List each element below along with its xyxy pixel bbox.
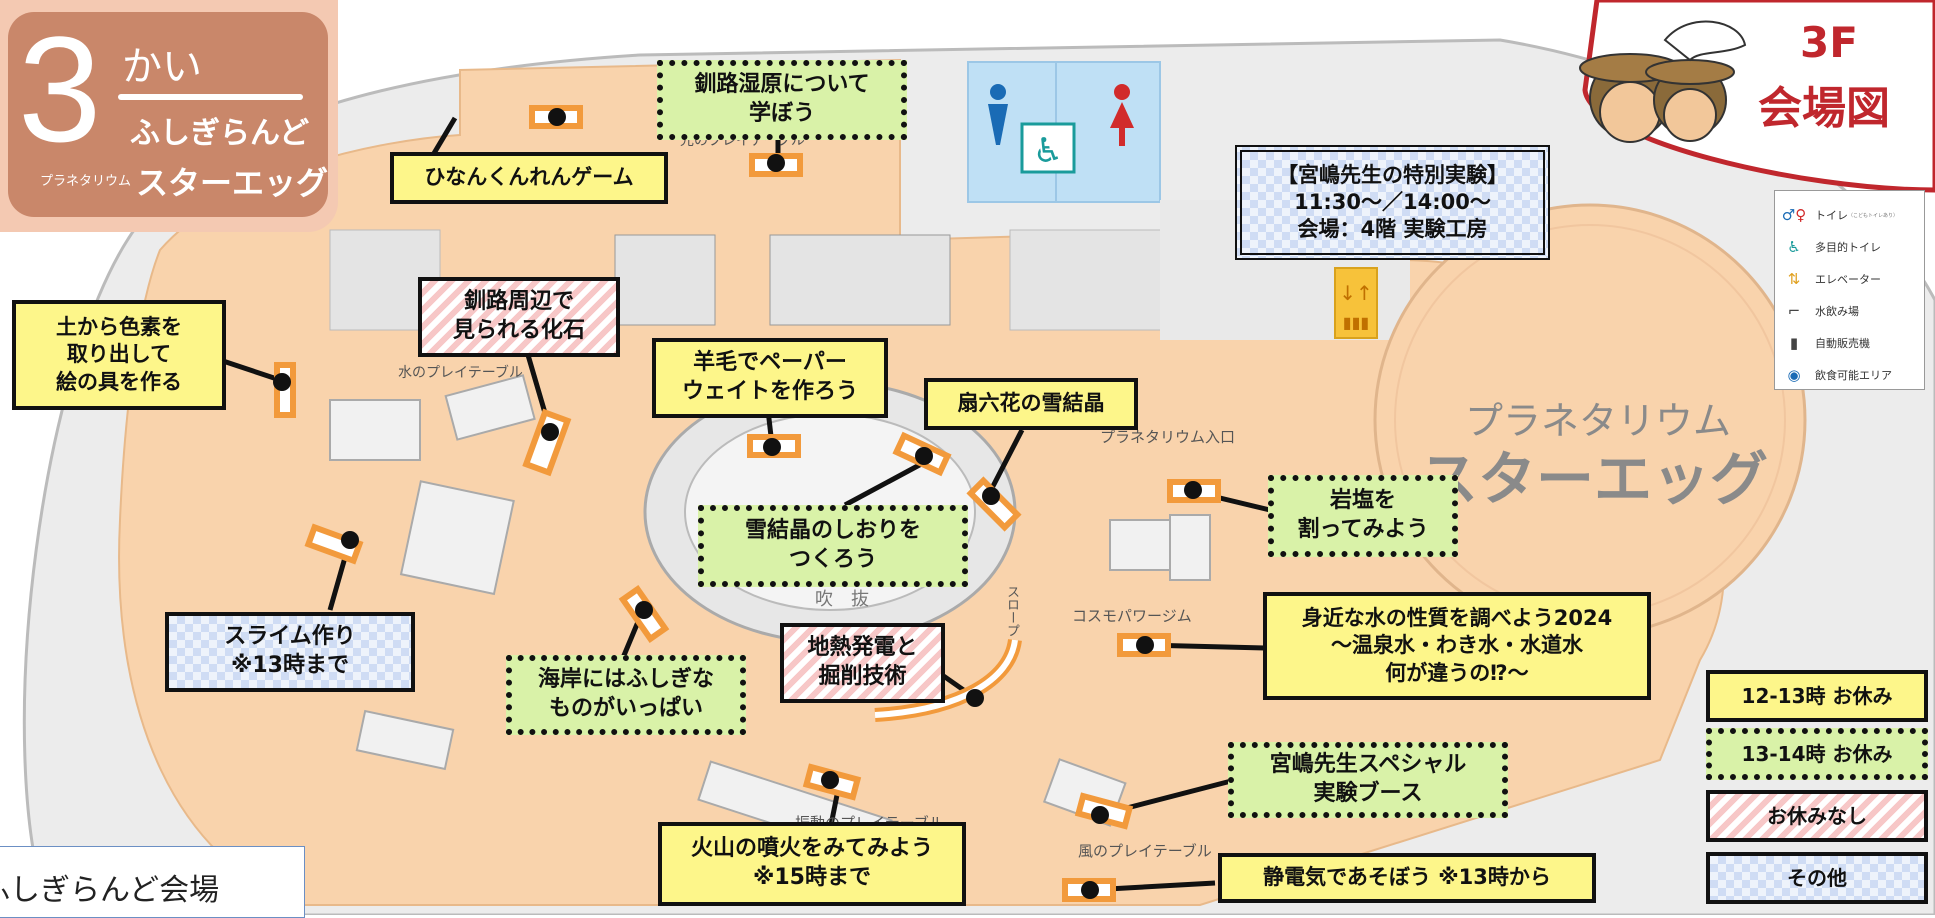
elevator-icon: ⇅: [1787, 270, 1801, 288]
booth-kushiro-wetland: 釧路湿原について 学ぼう: [657, 60, 907, 140]
legend-label: 多目的トイレ: [1815, 241, 1881, 254]
legend-label: 水飲み場: [1815, 305, 1859, 318]
floor-badge-inner: [8, 12, 328, 217]
stair-block-2: [614, 234, 716, 326]
booth-static: 静電気であそぼう ※13時から: [1218, 853, 1596, 903]
eating-area-icon: ◉: [1787, 366, 1801, 384]
vending-machine-icon: ▮: [1789, 334, 1799, 352]
elevator-icon: [1334, 267, 1378, 339]
booth-snowflake: 扇六花の雪結晶: [924, 378, 1138, 430]
planetarium-name-1: プラネタリウム: [1465, 399, 1732, 443]
booth-bookmark: 雪結晶のしおりを つくろう: [698, 505, 968, 587]
legend-row-wheelchair: ♿ 多目的トイレ: [1781, 231, 1918, 263]
booth-rocksalt: 岩塩を 割ってみよう: [1268, 475, 1458, 557]
booth-water: 身近な水の性質を調べよう2024 ～温泉水・わき水・水道水 何が違うの⁉～: [1263, 592, 1651, 700]
legend-label: 飲食可能エリア: [1815, 369, 1892, 382]
booth-coast: 海岸にはふしぎな ものがいっぱい: [506, 655, 746, 735]
booth-slime: スライム作り ※13時まで: [165, 612, 415, 692]
leader-dots: [273, 108, 1202, 899]
corner-title-line1: 3F: [1800, 18, 1858, 67]
drinking-fountain-icon: ⌐: [1787, 302, 1801, 320]
floor-divider: [118, 94, 303, 100]
planetarium-name-2: スターエッグ: [1420, 445, 1769, 513]
legend-label: 自動販売機: [1815, 337, 1870, 350]
booth-special: 【宮嶋先生の特別実験】 11:30～／14:00～ 会場：4階 実験工房: [1235, 145, 1550, 260]
booth-volcano: 火山の噴火をみてみよう ※15時まで: [658, 822, 966, 906]
floor-number: 3: [18, 5, 102, 173]
legend-label: トイレ: [1815, 209, 1848, 222]
legend-row-restroom: ♂♀ トイレ（こどもトイレあり）: [1781, 199, 1918, 231]
corner-title-line2: 会場図: [1758, 83, 1890, 134]
restroom-icons: ♿: [988, 84, 1134, 174]
floor-word: かい: [122, 44, 202, 90]
planetarium-entrance-label: プラネタリウム入口: [1100, 428, 1236, 446]
legend-row-elevator: ⇅ エレベーター: [1781, 263, 1918, 295]
restroom-icon: ♂♀: [1781, 206, 1807, 224]
key-pink: お休みなし: [1706, 790, 1928, 842]
key-green: 13-14時 お休み: [1706, 728, 1928, 780]
booth-miyajima: 宮嶋先生スペシャル 実験ブース: [1228, 742, 1508, 818]
booth-pigment: 土から色素を 取り出して 絵の具を作る: [12, 300, 226, 410]
bottom-tab-label: ふしぎらんど会場: [0, 873, 220, 908]
floor-badge: 3 かい ふしぎらんど プラネタリウム スターエッグ: [0, 0, 338, 232]
booth-geothermal: 地熱発電と 掘削技術: [780, 623, 945, 703]
elevator-people: ▮▮▮: [1343, 313, 1369, 332]
floor-small: プラネタリウム: [40, 174, 132, 189]
wind-table-label: 風のプレイテーブル: [1078, 842, 1212, 860]
legend-sub: （こどもトイレあり）: [1848, 212, 1899, 219]
svg-text:♿: ♿: [1033, 131, 1063, 171]
booth-felt: 羊毛でペーパー ウェイトを作ろう: [652, 338, 888, 418]
booth-hinan: ひなんくんれんゲーム: [390, 152, 668, 204]
slope-label: スロープ: [1004, 585, 1019, 637]
cosmo-label: コスモパワージム: [1072, 607, 1192, 625]
key-yellow: 12-13時 お休み: [1706, 670, 1928, 722]
elevator-glyph: ↓↑: [1339, 281, 1373, 305]
water-table-label: 水のプレイテーブル: [398, 365, 523, 381]
floor-subtitle: ふしぎらんど: [130, 116, 310, 151]
legend-row-vending: ▮ 自動販売機: [1781, 327, 1918, 359]
booth-fossil: 釧路周辺で 見られる化石: [418, 277, 620, 357]
legend-label: エレベーター: [1815, 273, 1881, 286]
floor-brand: スターエッグ: [136, 164, 329, 202]
stair-block-3: [769, 234, 951, 326]
atrium-label: 吹 抜: [815, 589, 869, 610]
legend-row-eating: ◉ 飲食可能エリア: [1781, 359, 1918, 391]
explorer-illustration: [1579, 20, 1747, 143]
legend-row-fountain: ⌐ 水飲み場: [1781, 295, 1918, 327]
bottom-tab[interactable]: ふしぎらんど会場: [0, 846, 305, 918]
legend-box: ♂♀ トイレ（こどもトイレあり） ♿ 多目的トイレ ⇅ エレベーター ⌐ 水飲み…: [1774, 190, 1925, 390]
wheelchair-icon: ♿: [1787, 238, 1801, 256]
key-check: その他: [1706, 852, 1928, 904]
